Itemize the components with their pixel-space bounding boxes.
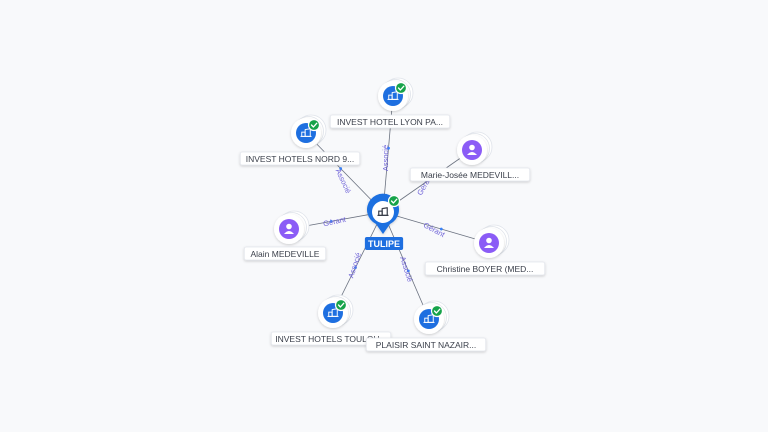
center-label: TULIPE [368, 239, 400, 249]
node-label: Marie-Josée MEDEVILL... [421, 170, 519, 180]
verified-badge-icon [387, 194, 401, 208]
verified-badge-icon [394, 81, 408, 95]
verified-badge-icon [307, 118, 321, 132]
node-nord[interactable]: INVEST HOTELS NORD 9... [239, 114, 361, 166]
node-label: INVEST HOTELS TOULOU... [275, 334, 386, 344]
edge-arrow [354, 266, 357, 269]
edge-label: Associé [398, 255, 415, 283]
node-label: Alain MEDEVILLE [251, 249, 320, 259]
node-christine[interactable]: Christine BOYER (MED... [424, 224, 546, 276]
node-label: PLAISIR SAINT NAZAIR... [376, 340, 476, 350]
center-node[interactable]: TULIPE [364, 193, 404, 250]
node-label: Christine BOYER (MED... [437, 264, 534, 274]
edge-label: Associé [346, 251, 363, 279]
edge-arrow [329, 219, 333, 223]
verified-badge-icon [430, 304, 444, 318]
edge-label: Gérant [322, 215, 347, 229]
person-icon [467, 144, 477, 155]
node-label-box [239, 151, 361, 166]
edge-arrow [339, 167, 343, 170]
center-label-box [364, 237, 404, 250]
edge-arrow [439, 227, 443, 231]
node-label-box [243, 246, 327, 261]
node-nazaire[interactable]: PLAISIR SAINT NAZAIR... [365, 300, 487, 352]
person-icon [284, 223, 294, 234]
node-lyon[interactable]: INVEST HOTEL LYON PA... [329, 77, 451, 129]
node-label-box [365, 337, 487, 352]
edge-label: Associé [334, 167, 353, 195]
edge-label: Gérant [422, 220, 447, 239]
node-label-box [409, 167, 531, 182]
building-icon [377, 207, 389, 216]
node-alain[interactable]: Alain MEDEVILLE [243, 210, 327, 261]
node-label-box [424, 261, 546, 276]
edge-label: Associé [381, 145, 390, 171]
node-marie[interactable]: Marie-Josée MEDEVILL... [409, 131, 531, 182]
node-label-box [329, 114, 451, 129]
edge-arrow [406, 269, 410, 273]
edge-arrow [387, 146, 390, 150]
node-label: INVEST HOTELS NORD 9... [246, 154, 354, 164]
person-icon [484, 237, 494, 248]
node-label: INVEST HOTEL LYON PA... [337, 117, 443, 127]
node-toulouse[interactable]: INVEST HOTELS TOULOU... [270, 294, 392, 346]
verified-badge-icon [334, 298, 348, 312]
